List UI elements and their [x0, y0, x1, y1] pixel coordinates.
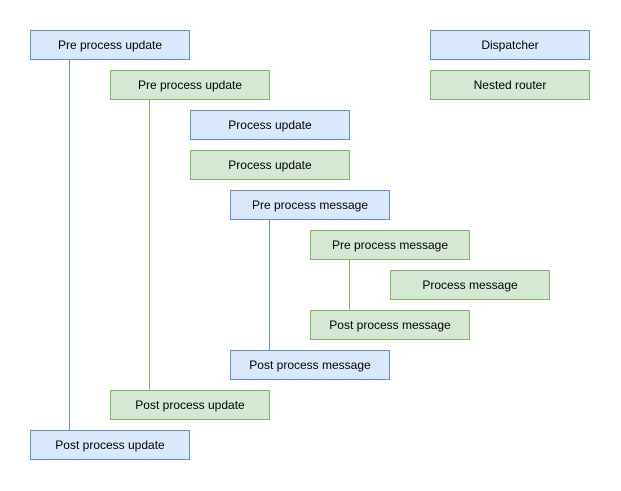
- pre-process-update-dispatcher-node: Pre process update: [30, 30, 190, 60]
- dispatcher-node: Dispatcher: [430, 30, 590, 60]
- pre-process-message-nested-node: Pre process message: [310, 230, 470, 260]
- dispatcher-message-span-connector-line: [269, 220, 270, 350]
- process-update-dispatcher-node: Process update: [190, 110, 350, 140]
- post-process-update-dispatcher-node: Post process update: [30, 430, 190, 460]
- process-update-nested-node: Process update: [190, 150, 350, 180]
- post-process-update-nested-node: Post process update: [110, 390, 270, 420]
- nested-update-span-connector-line: [149, 100, 150, 390]
- post-process-message-dispatcher-node: Post process message: [230, 350, 390, 380]
- nested-message-span-connector-line: [349, 260, 350, 310]
- nested-router-node: Nested router: [430, 70, 590, 100]
- post-process-message-nested-node: Post process message: [310, 310, 470, 340]
- dispatcher-update-span-connector-line: [69, 60, 70, 430]
- pre-process-message-dispatcher-node: Pre process message: [230, 190, 390, 220]
- pre-process-update-nested-node: Pre process update: [110, 70, 270, 100]
- process-message-nested-node: Process message: [390, 270, 550, 300]
